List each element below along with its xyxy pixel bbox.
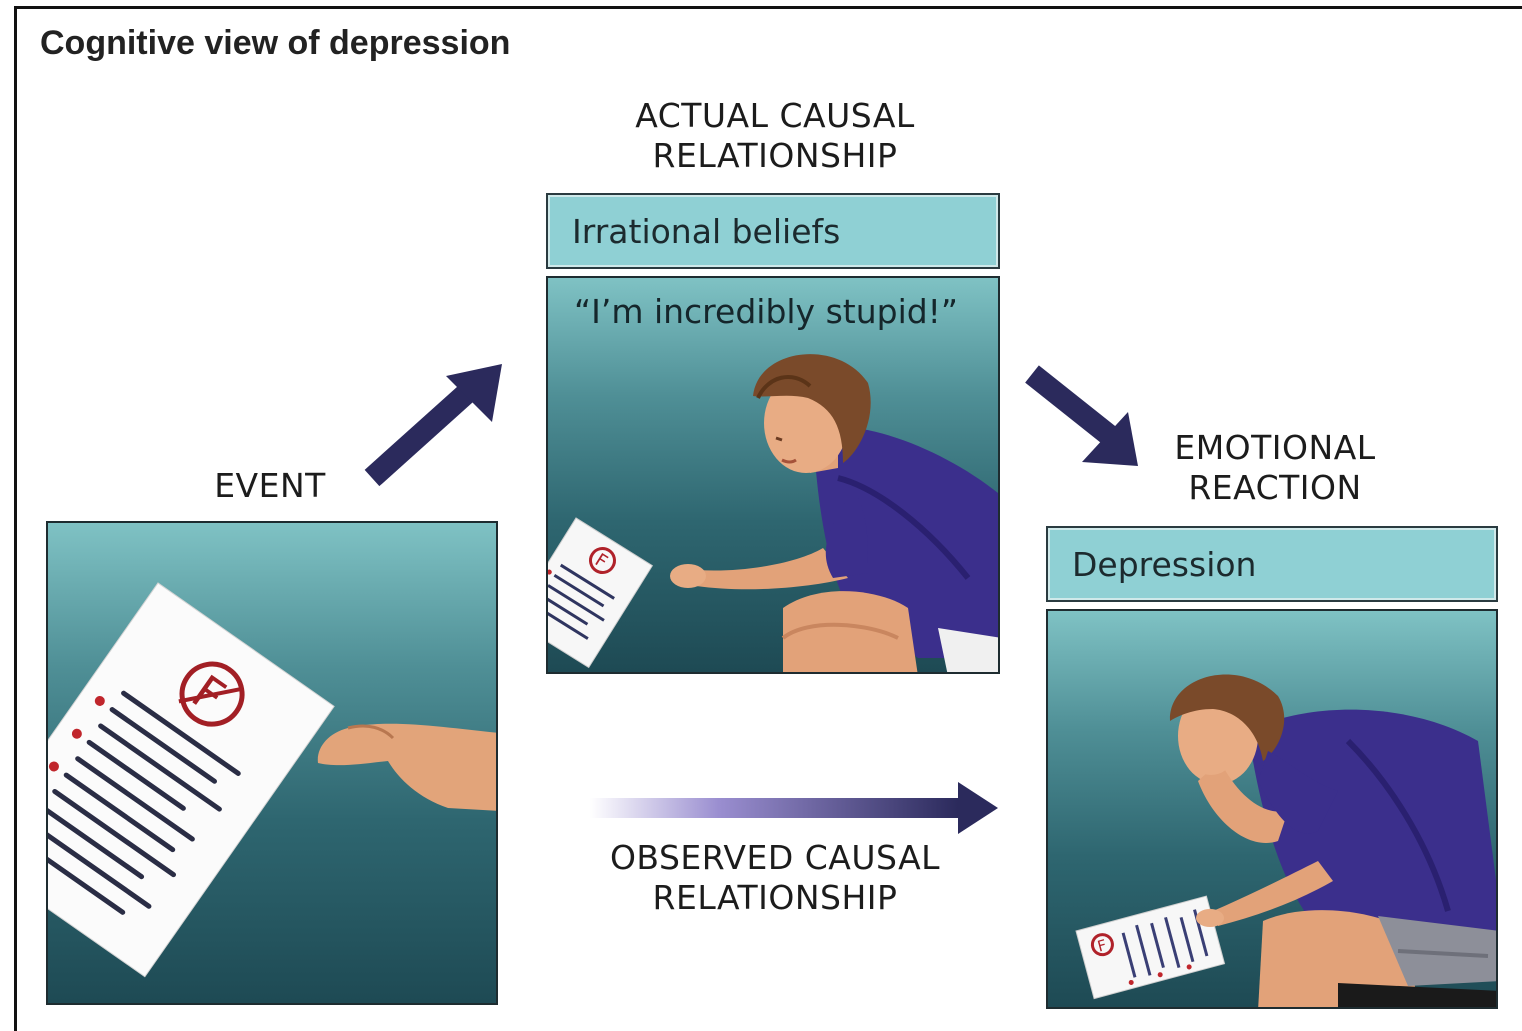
diagram-title: Cognitive view of depression	[40, 24, 511, 62]
diagram-frame	[14, 6, 1522, 1031]
actual-causal-line1: ACTUAL CAUSAL	[635, 96, 915, 135]
depressed-woman-panel: F	[1046, 609, 1498, 1009]
depression-text: Depression	[1072, 544, 1257, 584]
actual-causal-caption: ACTUAL CAUSAL RELATIONSHIP	[560, 96, 990, 176]
thinking-woman-panel: “I’m incredibly stupid!” F	[546, 276, 1000, 674]
irrational-beliefs-label: Irrational beliefs	[546, 193, 1000, 269]
irrational-beliefs-text: Irrational beliefs	[572, 211, 841, 251]
arrow-up-right	[364, 364, 502, 487]
irrational-thought-quote: “I’m incredibly stupid!”	[574, 292, 959, 331]
emotional-line1: EMOTIONAL	[1174, 428, 1376, 467]
event-caption: EVENT	[214, 466, 326, 505]
event-panel: F	[46, 521, 498, 1005]
arrow-down-right	[1025, 365, 1138, 466]
observed-causal-line1: OBSERVED CAUSAL	[609, 838, 941, 877]
emotional-line2: REACTION	[1188, 468, 1362, 507]
hand-icon	[317, 723, 496, 811]
graded-paper-f-icon: F	[48, 582, 335, 978]
arrow-right-gradient	[590, 782, 998, 834]
emotional-reaction-caption: EMOTIONAL REACTION	[1110, 428, 1440, 508]
woman-head-in-hand-figure: F	[1075, 674, 1496, 1007]
observed-causal-caption: OBSERVED CAUSAL RELATIONSHIP	[560, 838, 990, 918]
observed-causal-line2: RELATIONSHIP	[652, 878, 898, 917]
woman-thinking-figure: F	[548, 354, 998, 672]
actual-causal-line2: RELATIONSHIP	[652, 136, 898, 175]
depression-label: Depression	[1046, 526, 1498, 602]
